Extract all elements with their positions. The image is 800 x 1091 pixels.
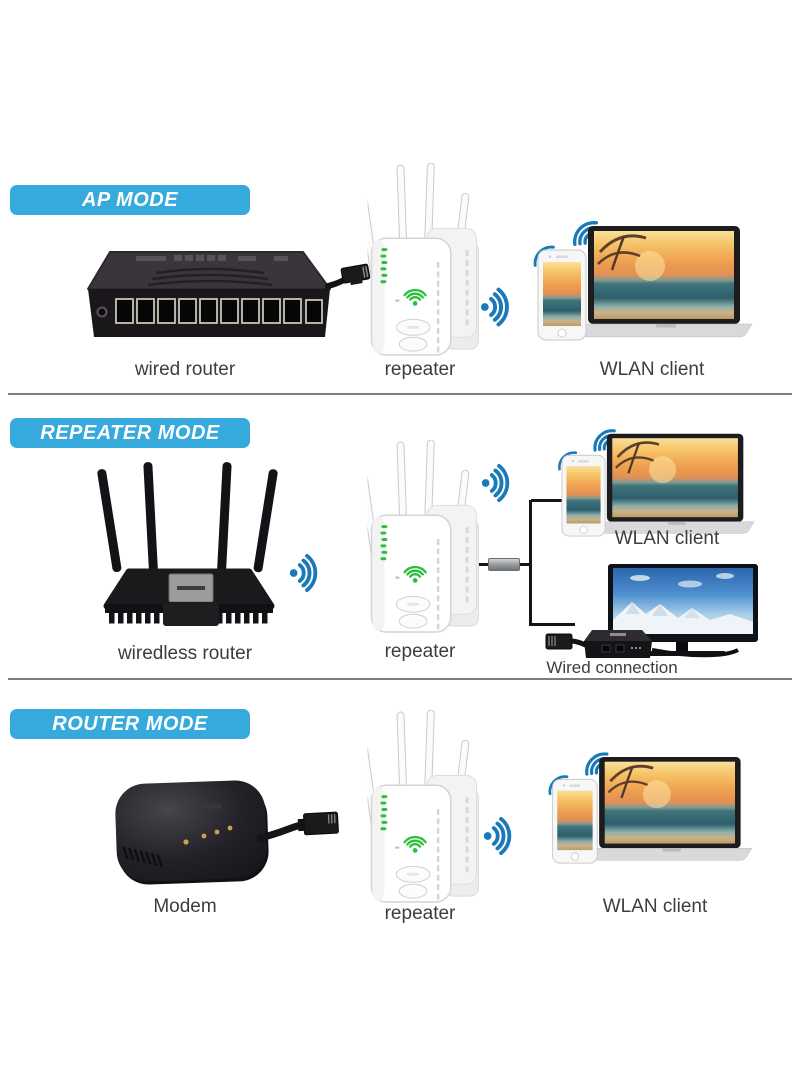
- repeater-illustration: [367, 440, 483, 636]
- connection-line-bottom: [531, 623, 575, 626]
- repeater-mode-banner-label: REPEATER MODE: [40, 421, 220, 444]
- tv-wired-connection-illustration: [540, 562, 765, 665]
- repeater-illustration: [367, 710, 483, 906]
- modem-label: Modem: [153, 896, 217, 917]
- wired-router-illustration: [78, 246, 376, 350]
- wlan-client-label: WLAN client: [599, 359, 705, 380]
- wlan-client-illustration: [528, 212, 753, 342]
- repeater-mode-banner: REPEATER MODE: [10, 418, 250, 448]
- section-divider: [8, 393, 792, 395]
- wireless-router-label: wiredless router: [117, 643, 253, 664]
- router-mode-banner-label: ROUTER MODE: [52, 712, 208, 735]
- wireless-router-illustration: [93, 460, 285, 642]
- router-mode-banner: ROUTER MODE: [10, 709, 250, 739]
- ap-mode-banner: AP MODE: [10, 185, 250, 215]
- wlan-client-illustration: [543, 744, 753, 865]
- wlan-client-label: WLAN client: [614, 528, 720, 549]
- wifi-signal-icon: [287, 550, 332, 596]
- wlan-client-illustration: [553, 421, 755, 538]
- wlan-client-label: WLAN client: [602, 896, 708, 917]
- wifi-signal-icon: [478, 283, 524, 331]
- wifi-signal-icon: [481, 813, 526, 859]
- repeater-label: repeater: [384, 641, 456, 662]
- modem-illustration: [100, 776, 345, 891]
- wifi-signal-icon: [479, 460, 524, 506]
- wired-router-label: wired router: [134, 359, 236, 380]
- ap-mode-banner-label: AP MODE: [81, 188, 179, 211]
- repeater-illustration: [367, 163, 483, 359]
- section-divider: [8, 678, 792, 680]
- antenna-connector: [488, 558, 520, 571]
- connection-line-top: [531, 499, 573, 502]
- repeater-label: repeater: [384, 903, 456, 924]
- repeater-label: repeater: [384, 359, 456, 380]
- wired-connection-label: Wired connection: [546, 658, 678, 677]
